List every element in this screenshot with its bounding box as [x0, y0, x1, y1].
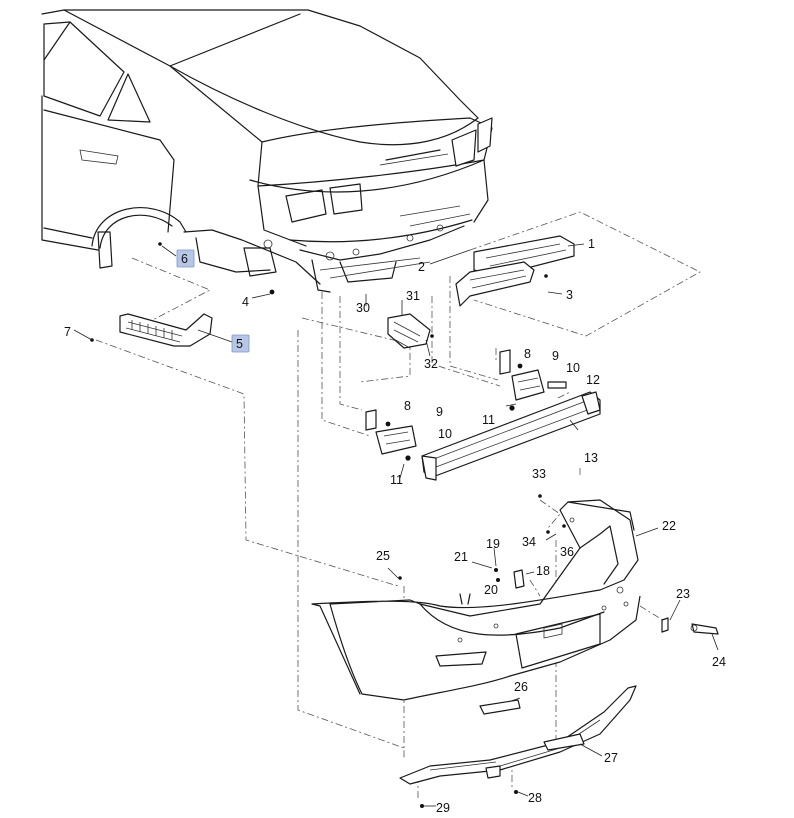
callout-26: 26	[514, 680, 528, 694]
callout-21: 21	[454, 550, 468, 564]
callout-7: 7	[64, 325, 71, 339]
callout-4: 4	[242, 295, 249, 309]
callout-32: 32	[424, 357, 438, 371]
callout-33: 33	[532, 467, 546, 481]
part-26-reflector	[479, 699, 521, 715]
callout-8b: 8	[524, 347, 531, 361]
callout-30: 30	[356, 301, 370, 315]
callout-9b: 9	[552, 349, 559, 363]
part-10-left-bracket	[365, 409, 417, 461]
callout-10b: 10	[566, 361, 580, 375]
callout-labels: 1 2 3 4 5 6 7 8 8 9 9 10 10 11 11 12 13 …	[64, 237, 726, 815]
car-body-outline	[41, 9, 493, 293]
callout-5: 5	[236, 337, 243, 351]
callout-10a: 10	[438, 427, 452, 441]
part-27-lower-diffuser	[399, 685, 637, 785]
callout-22: 22	[662, 519, 676, 533]
callout-24: 24	[712, 655, 726, 669]
callout-29: 29	[436, 801, 450, 815]
callout-3: 3	[566, 288, 573, 302]
part-23-24-clips	[661, 617, 719, 635]
callout-25: 25	[376, 549, 390, 563]
callout-11b: 11	[482, 413, 495, 427]
callout-2: 2	[418, 260, 425, 274]
highlight-box-6	[176, 249, 195, 268]
callout-13: 13	[584, 451, 598, 465]
part-22-bumper-fascia	[311, 499, 641, 701]
callout-31: 31	[406, 289, 420, 303]
leader-lines	[73, 243, 719, 807]
callout-28: 28	[528, 791, 542, 805]
callout-1: 1	[588, 237, 595, 251]
callout-23: 23	[676, 587, 690, 601]
callout-27: 27	[604, 751, 618, 765]
callout-18: 18	[536, 564, 550, 578]
callout-36: 36	[560, 545, 574, 559]
part-5-side-bracket	[119, 313, 213, 347]
part-31-bracket	[387, 313, 431, 349]
callout-20: 20	[484, 583, 498, 597]
callout-34: 34	[522, 535, 536, 549]
reference-lines	[95, 211, 701, 800]
part-1-3-brackets	[455, 235, 575, 307]
callout-19: 19	[486, 537, 500, 551]
callout-9a: 9	[436, 405, 443, 419]
callout-11a: 11	[390, 473, 403, 487]
part-10-right-bracket	[499, 349, 567, 411]
highlight-box-5	[231, 334, 250, 353]
fasteners	[90, 242, 566, 808]
callout-6: 6	[181, 252, 188, 266]
callout-8a: 8	[404, 399, 411, 413]
part-13-impact-bar	[421, 391, 601, 481]
callout-12: 12	[586, 373, 600, 387]
